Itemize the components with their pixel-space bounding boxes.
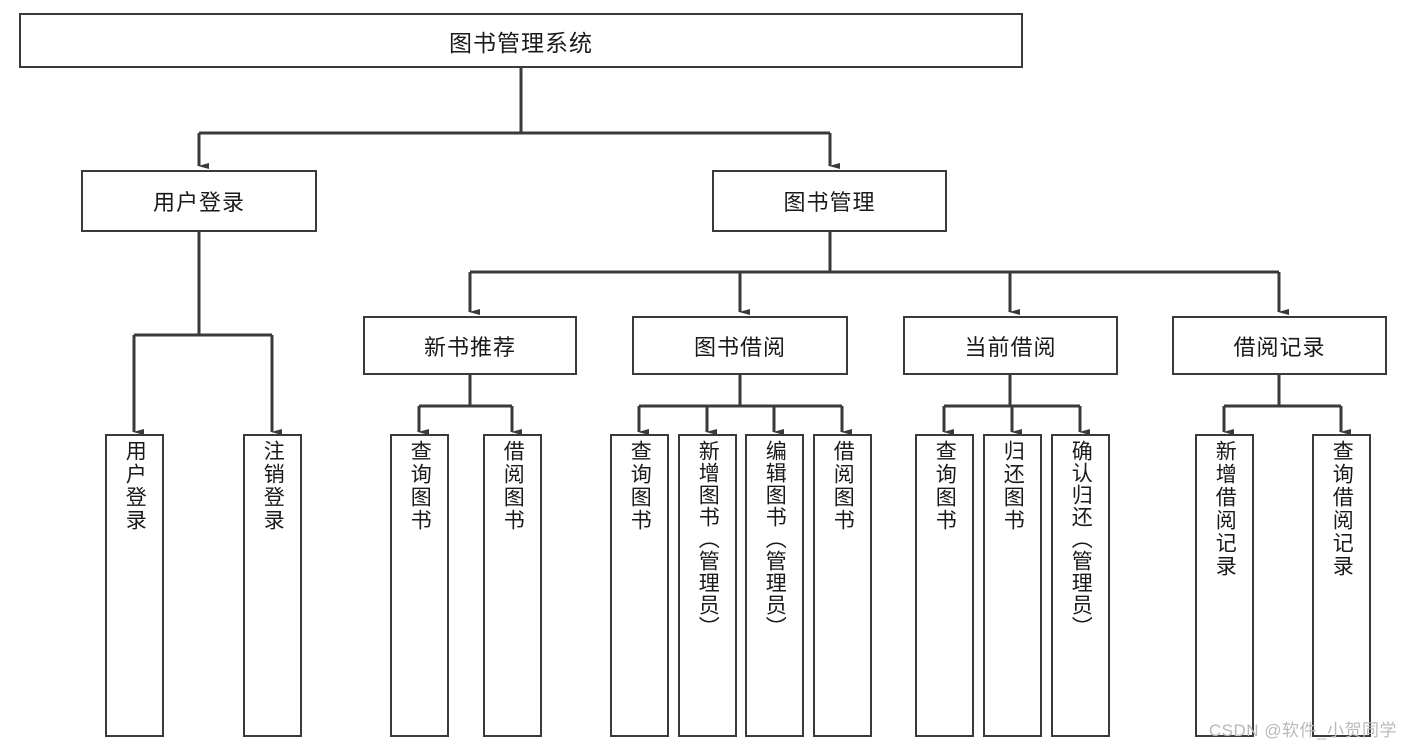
leaf-label: 借阅图书 [501, 440, 525, 532]
leaf-current-borrow-query[interactable]: 查询图书 [915, 434, 974, 737]
leaf-label: 查询图书 [933, 440, 957, 532]
leaf-current-borrow-confirm[interactable]: 确认归还（管理员） [1051, 434, 1110, 737]
leaf-label: 查询图书 [408, 440, 432, 532]
node-label: 用户登录 [152, 190, 245, 215]
csdn-watermark: CSDN @软件_小贺同学 [1208, 721, 1397, 740]
leaf-borrow-record-add[interactable]: 新增借阅记录 [1195, 434, 1254, 737]
node-label: 图书管理系统 [449, 29, 593, 56]
node-book-borrow[interactable]: 图书借阅 [632, 316, 848, 375]
leaf-book-borrow-edit[interactable]: 编辑图书（管理员） [745, 434, 804, 737]
leaf-label: 用户登录 [123, 440, 147, 532]
leaf-book-borrow-borrow[interactable]: 借阅图书 [813, 434, 872, 737]
leaf-label: 查询图书 [628, 440, 652, 532]
leaf-book-borrow-add[interactable]: 新增图书（管理员） [678, 434, 737, 737]
leaf-label: 借阅图书 [831, 440, 855, 532]
node-label: 图书管理 [783, 190, 876, 215]
node-root-system[interactable]: 图书管理系统 [19, 13, 1023, 68]
node-user-login[interactable]: 用户登录 [81, 170, 317, 232]
leaf-label: 查询借阅记录 [1330, 440, 1354, 578]
node-label: 图书借阅 [693, 334, 786, 360]
leaf-new-book-query[interactable]: 查询图书 [390, 434, 449, 737]
leaf-borrow-record-query[interactable]: 查询借阅记录 [1312, 434, 1371, 737]
node-current-borrow[interactable]: 当前借阅 [903, 316, 1118, 375]
node-label: 借阅记录 [1233, 334, 1326, 360]
node-book-manage[interactable]: 图书管理 [712, 170, 947, 232]
node-new-book-recommend[interactable]: 新书推荐 [363, 316, 577, 375]
leaf-new-book-borrow[interactable]: 借阅图书 [483, 434, 542, 737]
leaf-current-borrow-return[interactable]: 归还图书 [983, 434, 1042, 737]
node-label: 新书推荐 [423, 334, 516, 360]
leaf-label: 编辑图书（管理员） [763, 440, 787, 638]
leaf-user-login-login[interactable]: 用户登录 [105, 434, 164, 737]
leaf-user-login-logout[interactable]: 注销登录 [243, 434, 302, 737]
leaf-label: 新增借阅记录 [1213, 440, 1237, 578]
node-label: 当前借阅 [964, 334, 1057, 360]
leaf-label: 归还图书 [1001, 440, 1025, 532]
leaf-book-borrow-query[interactable]: 查询图书 [610, 434, 669, 737]
leaf-label: 新增图书（管理员） [696, 440, 720, 638]
leaf-label: 注销登录 [261, 440, 285, 532]
leaf-label: 确认归还（管理员） [1069, 440, 1093, 638]
node-borrow-record[interactable]: 借阅记录 [1172, 316, 1387, 375]
